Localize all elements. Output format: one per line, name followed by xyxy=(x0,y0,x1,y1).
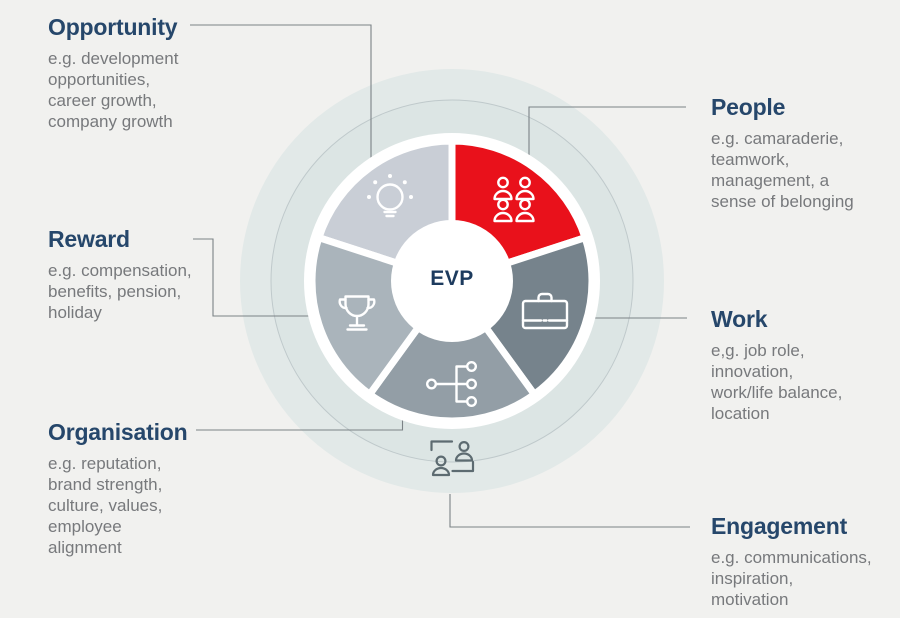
work-desc: e,g. job role, innovation, work/life bal… xyxy=(711,341,843,423)
label-block-engagement: Engagement e.g. communications, inspirat… xyxy=(711,512,900,610)
reward-title: Reward xyxy=(48,226,130,252)
people-group-icon xyxy=(493,176,535,223)
engagement-title: Engagement xyxy=(711,513,848,539)
label-block-people: People e.g. camaraderie, teamwork, manag… xyxy=(711,93,900,212)
label-block-opportunity: Opportunity e.g. development opportuniti… xyxy=(48,13,218,132)
organisation-desc: e.g. reputation, brand strength, culture… xyxy=(48,454,163,557)
lightbulb-icon xyxy=(367,174,413,218)
engagement-people-icon xyxy=(430,440,475,477)
reward-desc: e.g. compensation, benefits, pension, ho… xyxy=(48,261,192,322)
segment-organisation xyxy=(364,275,540,425)
people-desc: e.g. camaraderie, teamwork, management, … xyxy=(711,129,854,211)
connector-opportunity xyxy=(190,24,372,163)
organisation-title: Organisation xyxy=(48,419,188,445)
wheel-hub xyxy=(391,220,513,342)
evp-center-label: EVP xyxy=(430,267,474,290)
work-title: Work xyxy=(711,306,768,332)
connector-engagement xyxy=(449,494,690,528)
connector-reward xyxy=(193,238,309,317)
org-network-icon xyxy=(426,361,478,408)
opportunity-title: Opportunity xyxy=(48,14,178,40)
label-block-organisation: Organisation e.g. reputation, brand stre… xyxy=(48,418,218,558)
trophy-icon xyxy=(338,295,376,331)
label-block-work: Work e,g. job role, innovation, work/lif… xyxy=(711,305,900,424)
opportunity-desc: e.g. development opportunities, career g… xyxy=(48,49,179,131)
engagement-desc: e.g. communications, inspiration, motiva… xyxy=(711,548,872,609)
people-title: People xyxy=(711,94,786,120)
connector-people xyxy=(528,106,686,161)
briefcase-icon xyxy=(521,292,569,330)
label-block-reward: Reward e.g. compensation, benefits, pens… xyxy=(48,225,218,323)
